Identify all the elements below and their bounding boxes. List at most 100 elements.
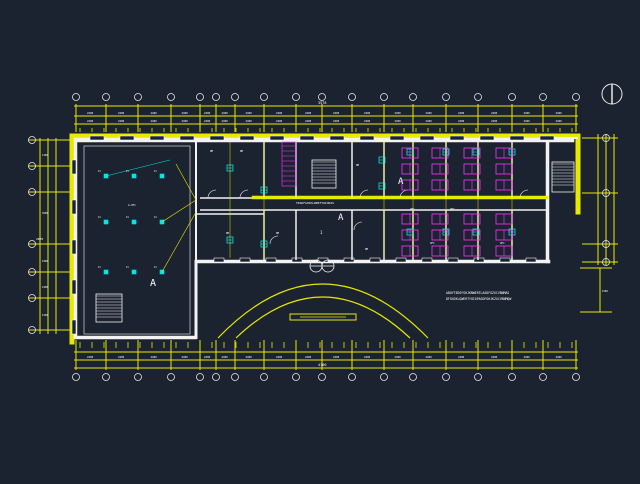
window-north	[209, 135, 225, 141]
window-south	[213, 257, 225, 263]
room-tag-hall: A	[150, 278, 156, 289]
grid-bubble-top	[196, 93, 204, 101]
room-code: RM	[226, 231, 230, 235]
room-code: RM	[276, 231, 280, 235]
dim-text-bottom: 2400	[305, 355, 312, 359]
grid-bubble-right	[602, 240, 610, 248]
dim-text-bottom: 2400	[151, 355, 158, 359]
grid-bubble-bottom	[196, 373, 204, 381]
dim-text-top: 2400	[151, 119, 158, 123]
door-swing	[353, 221, 363, 231]
window-north	[389, 135, 405, 141]
dim-text-bottom: 2400	[118, 355, 125, 359]
fixture-code: Z1	[154, 266, 157, 269]
grid-bubble-right	[602, 134, 610, 142]
grid-bubble-bottom	[442, 373, 450, 381]
door-swing	[519, 189, 529, 199]
stair-outline	[95, 293, 123, 323]
room-code: RM	[356, 163, 360, 167]
grid-bubble-bottom	[508, 373, 516, 381]
grid-bubble-top	[134, 93, 142, 101]
fixture-code: Z1	[154, 170, 157, 173]
dim-text-top: 2400	[246, 119, 253, 123]
wall-east-yellow	[575, 133, 581, 215]
grid-bubble-top	[348, 93, 356, 101]
window-north	[119, 135, 135, 141]
grid-bubble-bottom	[348, 373, 356, 381]
dim-text-bottom: 2400	[222, 355, 229, 359]
grid-bubble-top	[539, 93, 547, 101]
grid-bubble-right	[602, 258, 610, 266]
room-code: RM	[240, 149, 244, 153]
stair-outline	[551, 161, 575, 193]
dim-text-top: 2400	[491, 119, 498, 123]
room-code: RM	[365, 247, 369, 251]
grid-bubble-top	[442, 93, 450, 101]
window-west	[71, 279, 77, 295]
annotation-layer: AAA1TKSDFGHJKLWERTYUIOPASABOYTEDSFGHJKNW…	[98, 149, 511, 301]
window-south	[343, 257, 355, 263]
hall-inner	[83, 145, 191, 335]
room-code: OFC	[500, 241, 505, 245]
dim-text-bottom: 2400	[556, 355, 563, 359]
dim-text-top: 2400	[204, 119, 211, 123]
window-north	[329, 135, 345, 141]
window-west	[71, 239, 77, 255]
window-north	[449, 135, 465, 141]
stair-center	[311, 159, 337, 189]
light-fixture	[131, 219, 137, 225]
dim-text-top: 2400	[458, 111, 465, 115]
canopy-arc-outer	[217, 283, 429, 339]
grid-bubble-bottom	[260, 373, 268, 381]
grid-bubble-top	[167, 93, 175, 101]
shaft-magenta	[281, 141, 297, 187]
grid-bubble-bottom	[231, 373, 239, 381]
room-tag-stair-b: A	[338, 213, 344, 223]
grid-bubble-left	[28, 136, 36, 144]
grid-bubble-bottom	[134, 373, 142, 381]
light-fixture	[159, 173, 165, 179]
grid-bubble-left	[28, 240, 36, 248]
dim-text-top: 2400	[524, 111, 531, 115]
grid-bubble-bottom	[212, 373, 220, 381]
dim-text-top: 2400	[395, 111, 402, 115]
window-south	[421, 257, 433, 263]
dim-text-left: 1500	[42, 314, 48, 317]
dim-text-top: 2400	[305, 111, 312, 115]
door-swing	[359, 189, 369, 199]
stair-outline	[311, 159, 337, 189]
dim-text-left: 1800	[42, 260, 48, 263]
grid-bubble-left	[28, 326, 36, 334]
window-north	[539, 135, 555, 141]
dim-text-top: 2400	[426, 119, 433, 123]
fixture-wire	[161, 199, 197, 223]
window-south	[291, 257, 303, 263]
dim-text-top: 2400	[364, 111, 371, 115]
light-fixture	[103, 219, 109, 225]
dim-text-top: 2400	[87, 111, 94, 115]
dim-text-top: 2400	[305, 119, 312, 123]
light-fixture	[131, 269, 137, 275]
dim-text-left-overall: 2870	[36, 237, 43, 241]
dim-text-top: 2400	[222, 119, 229, 123]
door-swing	[239, 189, 249, 199]
grid-bubble-top	[72, 93, 80, 101]
window-north	[149, 135, 165, 141]
light-fixture	[103, 269, 109, 275]
grid-bubble-top	[318, 93, 326, 101]
dim-text-top: 2400	[246, 111, 253, 115]
dim-text-bottom: 2400	[246, 355, 253, 359]
fixture-wire	[105, 159, 171, 177]
window-south	[265, 257, 277, 263]
dim-text-top: 2400	[333, 119, 340, 123]
dim-text-top: 2400	[458, 119, 465, 123]
dim-text-bottom: 2400	[364, 355, 371, 359]
drawing-note-1: ABOYTEDSFGHJKNWERTLASDFGZXCVBNMAS	[446, 291, 509, 295]
dim-text-bottom: 2400	[524, 355, 531, 359]
dim-text-top: 2400	[151, 111, 158, 115]
service-line	[175, 163, 197, 201]
fixture-code: Z1	[98, 216, 101, 219]
